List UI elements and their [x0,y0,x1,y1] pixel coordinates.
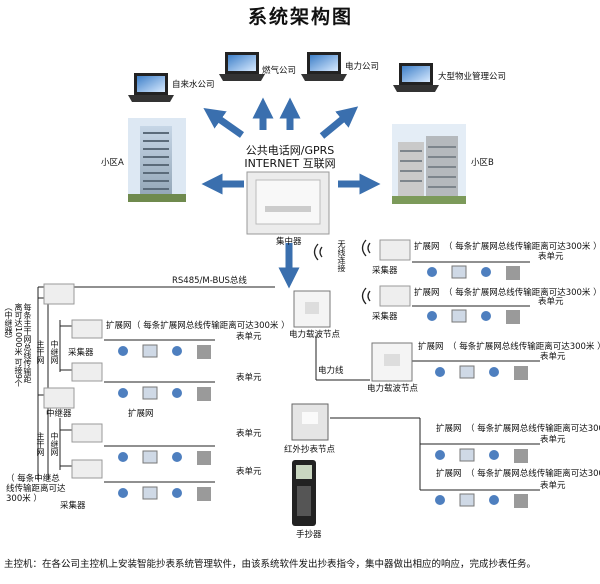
concentrator-device [246,171,330,235]
relay-vertical-note: 每条主干网总线传输距离可达1000米 可接9个 [14,303,32,387]
district-a-label: 小区A [101,158,124,168]
expansion-label-l1: 扩展网 [106,321,132,331]
collector-label-r2: 采集器 [372,312,398,322]
meter-row-right-3 [435,365,528,380]
meter-unit-r3: 表单元 [540,352,566,362]
page-title: 系统架构图 [248,6,354,28]
expansion-label-r5: 扩展网 [436,469,462,479]
main-relay-net-label-1: 主干网 [36,340,45,364]
expansion-label-l2: 扩展网 [128,409,154,419]
power-carrier-node-2 [371,342,413,382]
power-carrier-label-2: 电力载波节点 [367,384,419,394]
wireless-label: 无线连接 [337,240,346,272]
meter-row-left-3 [118,450,211,465]
laptop-icon-water [128,73,174,102]
meter-row-right-1 [427,265,520,280]
wiring [37,261,540,491]
expansion-note-r3: （ 每条扩展网总线传输距离可达300米 ） [448,342,600,352]
meter-unit-r2: 表单元 [538,297,564,307]
expansion-label-r4: 扩展网 [436,424,462,434]
meter-row-right-2 [427,309,520,324]
relay-label: 中继器 [46,409,72,419]
district-b-label: 小区B [471,158,494,168]
network-label-line1: 公共电话网/GPRS [245,144,335,157]
handheld-reader [292,460,316,526]
meter-unit-l2: 表单元 [236,373,262,383]
laptop-label-property: 大型物业管理公司 [438,72,507,82]
expansion-note-l1: （ 每条扩展网总线传输距离可达300米 ） [132,321,290,331]
meter-unit-r4: 表单元 [540,435,566,445]
network-label: 公共电话网/GPRS INTERNET 互联网 [230,144,350,170]
meter-row-left-1 [118,344,211,359]
meter-row-left-2 [118,386,211,401]
laptop-label-gas: 燃气公司 [262,66,297,76]
expansion-note-r1: （ 每条扩展网总线传输距离可达300米 ） [444,242,600,252]
meter-unit-l1: 表单元 [236,332,262,342]
relay-bottom-note: （ 每条中继总线传输距离可达300米 ） [6,474,66,504]
relay-boxes [43,283,103,479]
meter-row-right-4 [435,448,528,463]
meter-row-right-5 [435,493,528,508]
relay-net-label-1: 中继网 [50,340,59,364]
meter-unit-l3: 表单元 [236,429,262,439]
expansion-label-r1: 扩展网 [414,242,440,252]
power-carrier-node-1 [293,290,331,328]
expansion-label-r2: 扩展网 [414,288,440,298]
bottom-note: 主控机：在各公司主控机上安装智能抄表系统管理软件，由该系统软件发出抄表指令，集中… [4,559,537,570]
laptop-icon-power [301,52,347,81]
main-relay-net-label-2: 主干网 [36,432,45,456]
relay-bracket-note: （中继器） [4,303,13,343]
laptop-icon-property [393,63,439,92]
relay-net-label-2: 中继网 [50,432,59,456]
wireless-signal-icons [313,239,371,305]
bus-label: RS485/M-BUS总线 [172,276,247,286]
district-a-building [128,118,186,202]
collector-label-l2: 采集器 [60,501,86,511]
meter-row-left-4 [118,486,211,501]
district-b-building [392,124,466,204]
infrared-node-label: 红外抄表节点 [284,445,336,455]
collector-label-l1: 采集器 [68,348,94,358]
meter-unit-r5: 表单元 [540,481,566,491]
power-carrier-label-1: 电力载波节点 [289,330,341,340]
network-label-line2: INTERNET 互联网 [244,157,336,170]
laptop-icon-gas [219,52,265,81]
expansion-note-r4: （ 每条扩展网总线传输距离可达300米 ） [466,424,600,434]
laptop-label-water: 自来水公司 [172,80,215,90]
expansion-note-r5: （ 每条扩展网总线传输距离可达300米 ） [466,469,600,479]
infrared-node [291,403,329,441]
laptop-label-power: 电力公司 [345,62,380,72]
collector-label-r1: 采集器 [372,266,398,276]
power-line-label: 电力线 [318,366,344,376]
network-arrows [201,97,381,289]
meter-unit-r1: 表单元 [538,252,564,262]
handheld-label: 手抄器 [296,530,322,540]
expansion-note-r2: （ 每条扩展网总线传输距离可达300米 ） [444,288,600,298]
expansion-label-r3: 扩展网 [418,342,444,352]
meter-unit-l4: 表单元 [236,467,262,477]
concentrator-label: 集中器 [276,237,302,247]
